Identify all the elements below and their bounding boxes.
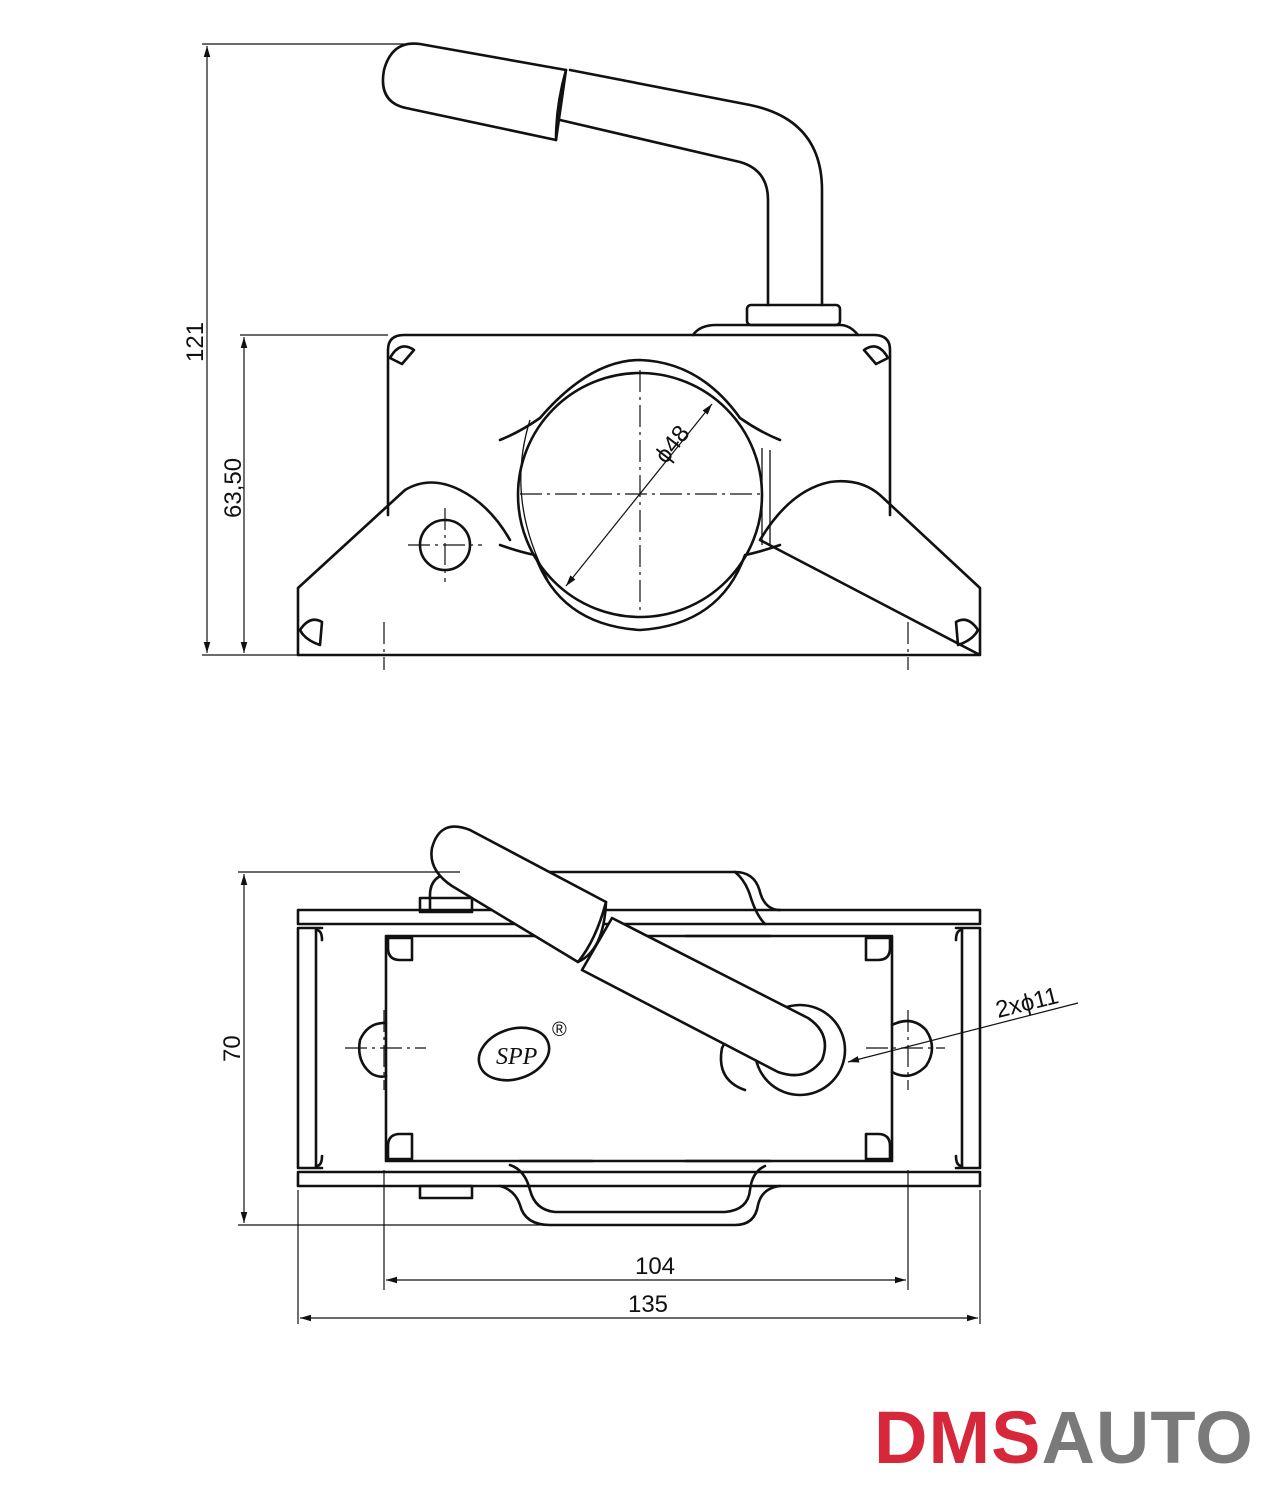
corner-tab	[386, 936, 414, 962]
lower-rail	[296, 1170, 982, 1188]
tube-diameter-label: ϕ48	[649, 420, 695, 468]
bolt-head	[418, 1184, 474, 1200]
clamp-base-outline	[296, 480, 982, 657]
grip-end	[554, 68, 568, 142]
bulge-inner	[508, 1163, 767, 1214]
width-label: 70	[219, 1035, 246, 1062]
handle-rod-inner	[568, 68, 824, 307]
mounting-hole-right	[890, 1019, 934, 1078]
spp-logo-oval	[477, 1026, 551, 1082]
bolt-head	[418, 896, 474, 914]
hole-spacing-label: 104	[635, 1253, 675, 1280]
upper-rail	[296, 908, 982, 926]
corner-notch	[298, 618, 324, 647]
handle-rod	[558, 118, 770, 307]
brand-part-2: AUTO	[1041, 1396, 1253, 1479]
body-height-label: 63,50	[220, 458, 247, 518]
corner-notch	[954, 618, 980, 647]
top-view: 2xϕ11 70 104 135 SPP ®	[219, 825, 1079, 1324]
registered-mark: ®	[552, 1019, 567, 1041]
spp-logo: SPP ®	[477, 1019, 567, 1082]
grip-end	[576, 900, 608, 964]
front-view: ϕ48 121 63,50	[182, 42, 982, 670]
mounting-hole-left	[357, 1021, 388, 1078]
diameter-dimension-line	[565, 403, 713, 587]
ring-inner-edge	[520, 419, 549, 581]
corner-tab	[864, 1132, 892, 1161]
handle-grip-top	[430, 825, 608, 964]
bulge-edge	[733, 870, 767, 926]
brand-part-1: DMS	[874, 1396, 1041, 1479]
holes-label: 2xϕ11	[993, 982, 1061, 1024]
total-height-label: 121	[182, 322, 209, 362]
corner-notch	[388, 345, 416, 366]
spp-logo-text: SPP	[496, 1044, 538, 1070]
left-bracket	[296, 926, 324, 1170]
corner-tab	[386, 1132, 414, 1161]
lever-base-plate	[691, 323, 860, 337]
lever-socket	[745, 303, 842, 327]
clamp-body-outline	[386, 333, 892, 517]
corner-tab	[864, 936, 892, 962]
brand-logo: DMSAUTO	[874, 1396, 1254, 1479]
handle-rod-top	[580, 916, 827, 1077]
clamp-bulge-top	[428, 870, 782, 912]
hole-leader-line	[847, 1002, 1079, 1063]
handle-grip	[381, 42, 568, 142]
corner-notch	[862, 345, 890, 366]
bracket-fold	[954, 928, 964, 1168]
clamp-ring-outer	[498, 358, 782, 442]
total-length-label: 135	[628, 1291, 668, 1318]
right-bracket	[954, 926, 982, 1170]
clamp-bulge-bottom	[498, 1184, 782, 1227]
bracket-fold	[314, 928, 324, 1168]
